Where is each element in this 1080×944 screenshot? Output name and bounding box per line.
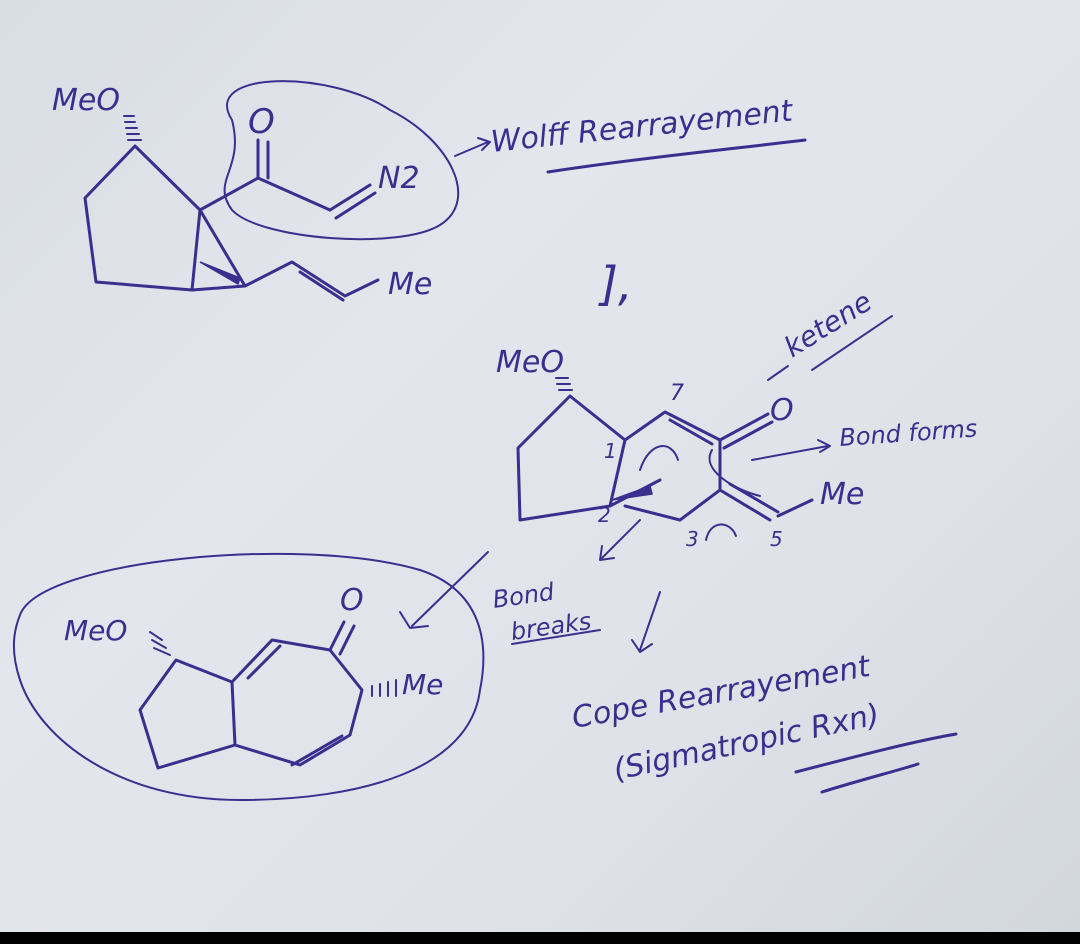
cope-underline-2: [820, 762, 920, 794]
cope-annotation: Cope Rearrayement (Sigmatropic Rxn): [569, 649, 958, 794]
ketene-annotation: ketene: [767, 285, 893, 381]
curly-arrow-3: [708, 449, 761, 497]
product-hashed-wedge: [149, 631, 171, 656]
product-structure: MeO O Me: [12, 552, 485, 801]
wolff-annotation: Wolff Rearrayement: [454, 93, 807, 174]
middle-ketene-o: O: [770, 393, 794, 428]
top-ring: [83, 144, 202, 292]
atom-label-2: 2: [598, 503, 611, 527]
middle-bridge: [623, 410, 722, 522]
top-me-label: Me: [388, 267, 432, 302]
middle-me-label: Me: [820, 477, 864, 512]
top-carbonyl-o: O: [248, 102, 275, 142]
middle-wedge-bond: [611, 485, 653, 501]
wolff-underline: [546, 138, 807, 174]
bond-forms-label: Bond forms: [838, 414, 978, 452]
bracket-mark: ],: [598, 257, 633, 311]
top-acyl-bond: [198, 176, 332, 212]
top-alkene: [243, 260, 380, 298]
atom-label-3: 3: [686, 527, 699, 551]
product-me-label: Me: [402, 668, 443, 701]
cope-underline: [794, 732, 958, 774]
product-five-ring: [138, 658, 237, 770]
top-wedge-bond: [199, 261, 241, 286]
bond-breaks-line2: breaks: [509, 607, 593, 646]
top-diazo-label: N2: [378, 161, 420, 196]
atom-label-5: 5: [770, 527, 783, 551]
product-carbonyl-o: O: [340, 583, 364, 618]
product-highlight-loop: [12, 552, 485, 801]
middle-hashed-wedge: [555, 377, 573, 391]
top-structure: MeO O N2 Me: [52, 80, 460, 302]
curly-arrow-1: [639, 445, 679, 471]
product-seven-ring: [230, 638, 364, 767]
wolff-label: Wolff Rearrayement: [489, 93, 795, 160]
product-meo-label: MeO: [64, 614, 127, 647]
product-hashed-methyl: [371, 679, 397, 697]
top-meo-label: MeO: [52, 83, 120, 118]
atom-label-7: 7: [670, 381, 684, 406]
bottom-bar: [0, 932, 1080, 944]
atom-label-1: 1: [604, 439, 617, 463]
top-hashed-wedge: [123, 115, 142, 141]
bond-breaks-annotation: Bond breaks: [491, 578, 601, 646]
middle-meo-label: MeO: [496, 345, 564, 380]
curly-arrow-2: [705, 523, 737, 541]
down-arrow: [631, 591, 661, 653]
top-highlight-loop: [223, 80, 460, 241]
ketene-label: ketene: [778, 285, 877, 364]
bond-break-arrow: [601, 519, 641, 559]
middle-structure: MeO O Me 7 1 2 3 5: [496, 345, 864, 561]
middle-ring: [516, 394, 627, 522]
mechanism-arrow: [399, 551, 489, 629]
bond-breaks-line1: Bond: [491, 578, 557, 614]
